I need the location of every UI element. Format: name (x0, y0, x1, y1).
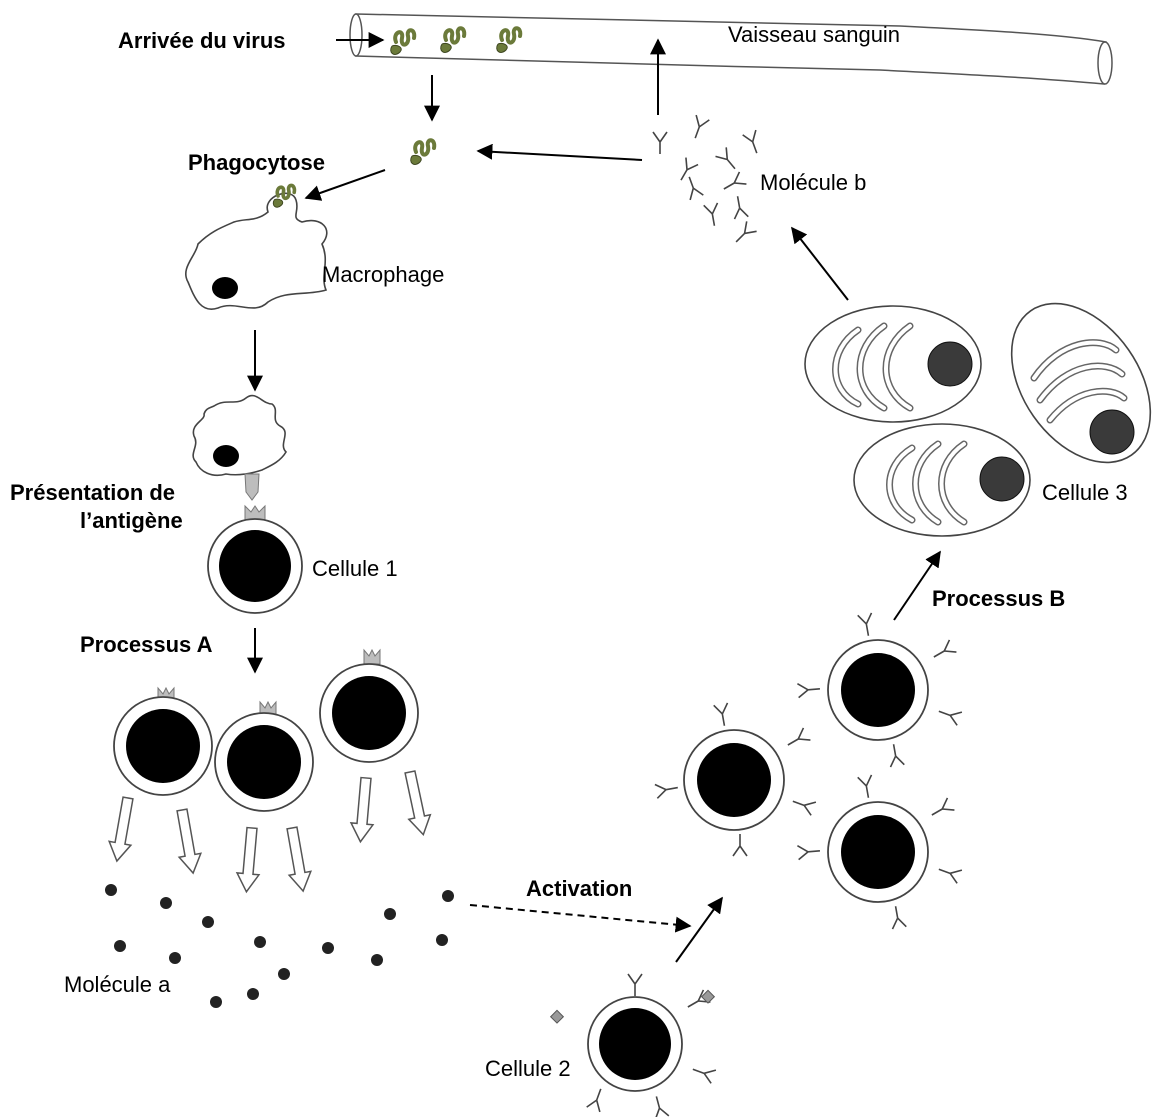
clone-cell (214, 700, 314, 812)
molecule-a-dot (278, 968, 290, 980)
secretion-arrow (234, 826, 264, 894)
cell-nucleus (927, 341, 973, 387)
molecule-a-dot (384, 908, 396, 920)
antigen-fragment (244, 473, 260, 501)
cell-nucleus (979, 456, 1025, 502)
antibody-icon (714, 146, 742, 175)
antibody-icon (741, 129, 765, 157)
virus-arrival-label: Arrivée du virus (118, 28, 286, 53)
arrow-activation (469, 904, 692, 933)
cell-1-label: Cellule 1 (312, 556, 398, 581)
arrow-to-phagocytosis (304, 169, 386, 201)
arrow-process-b (893, 550, 941, 621)
antibody-icon (674, 156, 699, 185)
receptor (244, 504, 266, 521)
molecule-a-dot (371, 954, 383, 966)
activated-cell (654, 702, 817, 857)
arrow-to-molecule-b (791, 226, 849, 301)
molecule-a-dots (105, 884, 454, 1008)
cell-3-label: Cellule 3 (1042, 480, 1128, 505)
molecule-a-label: Molécule a (64, 972, 171, 997)
macrophage-nucleus (213, 445, 239, 467)
cell-nucleus (227, 725, 301, 799)
antibody-icon (687, 114, 711, 142)
molecule-a-dot (322, 942, 334, 954)
virus-icon (408, 138, 437, 167)
plasma-cell (804, 305, 982, 423)
molecule-a-dot (210, 996, 222, 1008)
molecule-a-dot (436, 934, 448, 946)
arrow-antibodies-to-virus (476, 143, 643, 161)
cell-nucleus (599, 1008, 671, 1080)
plasma-cell (853, 423, 1031, 537)
antigen-presentation-label-line1: Présentation de (10, 480, 175, 505)
molecule-a-dot (247, 988, 259, 1000)
macrophage-nucleus (212, 277, 238, 299)
secretion-arrow (280, 825, 315, 894)
cell-nucleus (841, 815, 915, 889)
antibody-icon (730, 220, 758, 248)
cell-nucleus (126, 709, 200, 783)
antibody-icon (729, 194, 750, 220)
molecule-a-dot (442, 890, 454, 902)
antibody-icon (652, 131, 668, 155)
macrophage (185, 192, 328, 310)
antigen-fragment (549, 1009, 565, 1024)
clone-cell (113, 686, 213, 796)
blood-vessel-label: Vaisseau sanguin (728, 22, 900, 47)
secretion-arrow (105, 795, 140, 864)
molecule-a-dot (105, 884, 117, 896)
cell-2-label: Cellule 2 (485, 1056, 571, 1081)
cell-nucleus (841, 653, 915, 727)
process-b-label: Processus B (932, 586, 1065, 611)
antigen-presentation-label-line2: l’antigène (80, 508, 183, 533)
macrophage-label: Macrophage (322, 262, 444, 287)
activation-label: Activation (526, 876, 632, 901)
cell-nucleus (1089, 409, 1135, 455)
molecule-b-label: Molécule b (760, 170, 866, 195)
antibody-icon (681, 173, 705, 201)
cell-nucleus (332, 676, 406, 750)
phagocytosis-label: Phagocytose (188, 150, 325, 175)
cell-nucleus (697, 743, 771, 817)
secretion-arrow (348, 776, 378, 844)
cell-2 (549, 973, 717, 1117)
molecule-a-dot (160, 897, 172, 909)
molecule-a-dot (114, 940, 126, 952)
antibody-icon (719, 171, 748, 196)
activated-cell (796, 612, 963, 768)
antibody-icon (702, 202, 723, 228)
activated-cell (796, 774, 963, 930)
antigen-fragment (700, 989, 716, 1004)
molecule-a-dot (202, 916, 214, 928)
molecule-a-dot (169, 952, 181, 964)
cell-1 (207, 504, 303, 614)
blood-vessel (349, 13, 1113, 85)
cell-nucleus (219, 530, 291, 602)
receptor (363, 648, 381, 665)
antigen-presenting-macrophage (192, 394, 288, 501)
plasma-cell (1010, 302, 1152, 464)
secretion-arrow (170, 807, 205, 876)
arrow-cell2-up (675, 896, 723, 963)
clone-cell (319, 648, 419, 763)
process-a-label: Processus A (80, 632, 213, 657)
molecule-a-dot (254, 936, 266, 948)
secretion-arrow (398, 768, 435, 838)
molecule-b-antibodies (652, 114, 765, 248)
